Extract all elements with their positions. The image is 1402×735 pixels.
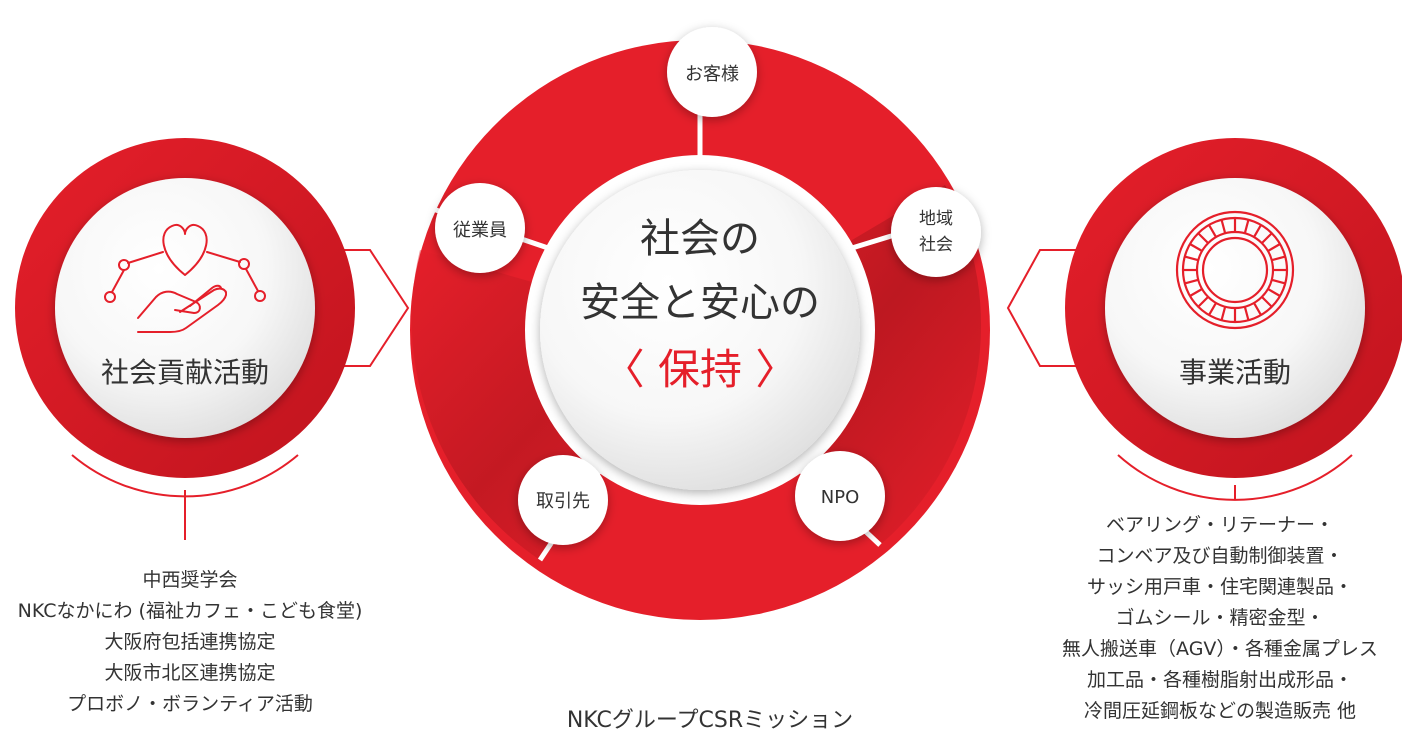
right-title: 事業活動 [1179,356,1291,389]
bearing-roller [1253,224,1262,238]
bearing-roller [1220,306,1227,321]
stakeholder-nodes [435,27,981,545]
bearing-roller [1189,288,1203,297]
heart-hand-icon [104,224,266,333]
bearing-roller [1267,243,1281,252]
list-item: NKCなかにわ (福祉カフェ・こども食堂) [17,600,363,622]
left-activity-circle [15,138,410,540]
bearing-roller [1197,232,1209,244]
list-item: 無人搬送車（AGV）・各種金属プレス [1062,638,1378,660]
bearing-roller [1271,278,1286,285]
bearing-roller [1243,219,1250,234]
left-title: 社会貢献活動 [101,356,269,389]
stakeholder-employees-label: 従業員 [453,220,507,241]
node-customers [667,27,757,117]
bearing-roller [1208,302,1217,316]
center-text-line3: 〈 保持 〉 [603,345,798,394]
list-item: 大阪市北区連携協定 [104,662,276,684]
stakeholder-customers-label: お客様 [685,64,739,85]
center-text-line1: 社会の [640,216,760,262]
left-activity-list: 中西奨学会 NKCなかにわ (福祉カフェ・こども食堂) 大阪府包括連携協定 大阪… [0,565,420,720]
stakeholder-community-label-2: 社会 [919,235,953,255]
diagram-caption: NKCグループCSRミッション [566,708,854,733]
bearing-roller [1184,255,1199,262]
center-white-disc [540,170,860,490]
bearing-roller [1197,296,1209,308]
bearing-roller [1261,232,1273,244]
node-employees [435,183,525,273]
bearing-roller [1189,243,1203,252]
center-text-line2: 安全と安心の [580,280,820,326]
stakeholder-npo-label: NPO [821,487,860,508]
bearing-roller [1253,302,1262,316]
list-item: ベアリング・リテーナー・ [1105,514,1334,536]
list-item: 中西奨学会 [142,569,238,591]
bearing-roller [1243,306,1250,321]
bearing-roller [1261,296,1273,308]
list-item: サッシ用戸車・住宅関連製品・ [1086,576,1353,598]
bearing-icon [1175,210,1295,330]
list-item: 冷間圧延鋼板などの製造販売 他 [1083,700,1357,722]
node-partners [518,455,608,545]
list-item: 加工品・各種樹脂射出成形品・ [1086,669,1353,691]
bearing-roller [1267,288,1281,297]
list-item: 大阪府包括連携協定 [104,631,276,653]
stakeholder-community-label-1: 地域 [919,209,953,229]
bearing-roller [1184,278,1199,285]
node-community [891,187,981,277]
center-mission-ring [410,40,990,620]
bearing-roller [1208,224,1217,238]
bearing-roller [1220,219,1227,234]
list-item: コンベア及び自動制御装置・ [1096,545,1344,567]
right-activity-list: ベアリング・リテーナー・ コンベア及び自動制御装置・ サッシ用戸車・住宅関連製品… [1010,510,1402,727]
right-activity-circle [1006,138,1402,501]
list-item: ゴムシール・精密金型・ [1115,607,1325,629]
bearing-roller [1271,255,1286,262]
list-item: プロボノ・ボランティア活動 [67,693,313,715]
stakeholder-partners-label: 取引先 [536,491,590,512]
node-npo [795,451,885,541]
